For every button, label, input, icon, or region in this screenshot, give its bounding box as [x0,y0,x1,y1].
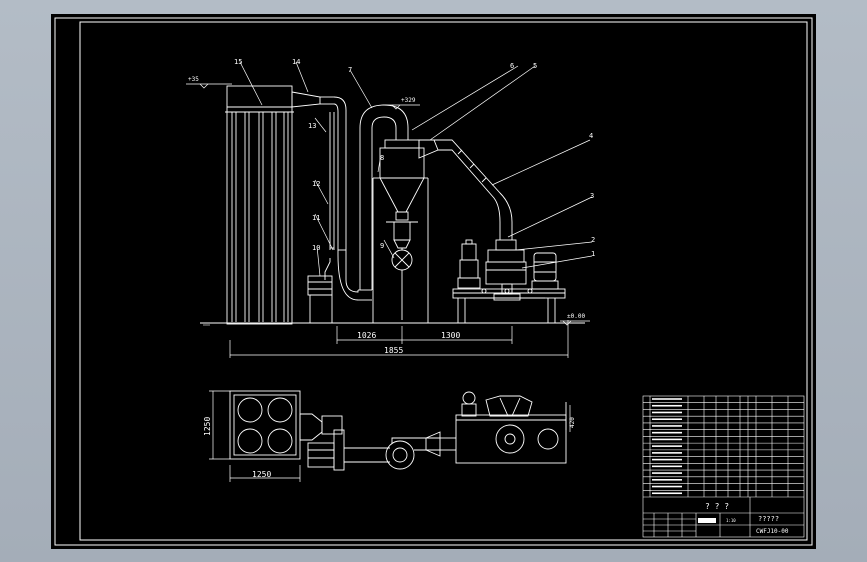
elevation-markers [186,83,590,326]
bag-filter [225,85,294,325]
mill-outlet-duct [418,139,513,240]
outer-border [54,17,813,546]
callout-3: 3 [590,192,594,200]
plan-view [209,390,571,482]
bom-entry-mark [652,418,682,420]
bom-entry-mark [652,479,682,481]
bom-entry-mark [652,438,682,441]
leader-lines [239,61,593,277]
u-tube-riser [359,104,409,290]
dim-1300: 1300 [441,331,460,340]
callout-12: 12 [312,180,320,188]
callout-6: 6 [510,62,514,70]
drawing-scale: 1:10 [726,518,736,523]
bom-entry-mark [652,425,682,427]
callout-2: 2 [591,236,595,244]
callout-10: 10 [312,244,320,252]
drawing-title: ????? [758,515,779,523]
plan-dimension-text: 1250 1250 420 [203,417,576,479]
bom-entry-mark [652,431,682,434]
grinding-mill [452,239,566,323]
elevation-ground: ±0.00 [567,313,585,320]
plan-dim-width: 1250 [252,470,271,479]
title-marks: ? ? ? [705,502,729,511]
elevation-dimensions [229,320,569,358]
bom-entry-mark [652,411,682,414]
callout-5: 5 [533,62,537,70]
callout-13: 13 [308,122,316,130]
elevation-mid: +329 [401,97,416,104]
callout-8: 8 [380,154,384,162]
bom-entry-mark [652,485,682,488]
bom-entry-mark [652,472,682,474]
filter-inlet-duct [291,91,347,280]
bom-entry-mark [652,398,682,400]
elevation-view [186,61,593,358]
inner-border [79,21,808,541]
bom-table [643,396,804,497]
title-block [642,395,805,538]
plan-dim-right: 420 [569,417,576,428]
callout-4: 4 [589,132,593,140]
bom-entry-mark [652,452,682,454]
bom-entry-mark [652,404,682,407]
bom-entry-mark [652,465,682,468]
cyclone-separator [372,139,429,323]
callout-labels: 15 14 7 6 5 4 3 2 1 13 12 11 10 8 9 [234,58,595,258]
title-block-text: ? ? ? ????? CWFJ10-00 1:10 [705,502,789,535]
callout-15: 15 [234,58,242,66]
elevation-text: +35 +329 ±0.00 [188,76,585,320]
elevation-top: +35 [188,76,199,83]
callout-1: 1 [591,250,595,258]
bom-entry-mark [652,445,682,447]
callout-9: 9 [380,242,384,250]
callout-14: 14 [292,58,300,66]
dim-1026: 1026 [357,331,376,340]
dim-1855: 1855 [384,346,403,355]
plan-dim-height: 1250 [203,417,212,436]
bom-entry-mark [652,492,682,495]
fan-pipe [324,112,372,301]
callout-7: 7 [348,66,352,74]
callout-11: 11 [312,214,320,222]
dimension-text: 1026 1300 1855 [357,331,460,355]
drawing-sheet [51,14,816,549]
drawing-number: CWFJ10-00 [756,528,789,535]
bom-entry-mark [652,458,682,461]
